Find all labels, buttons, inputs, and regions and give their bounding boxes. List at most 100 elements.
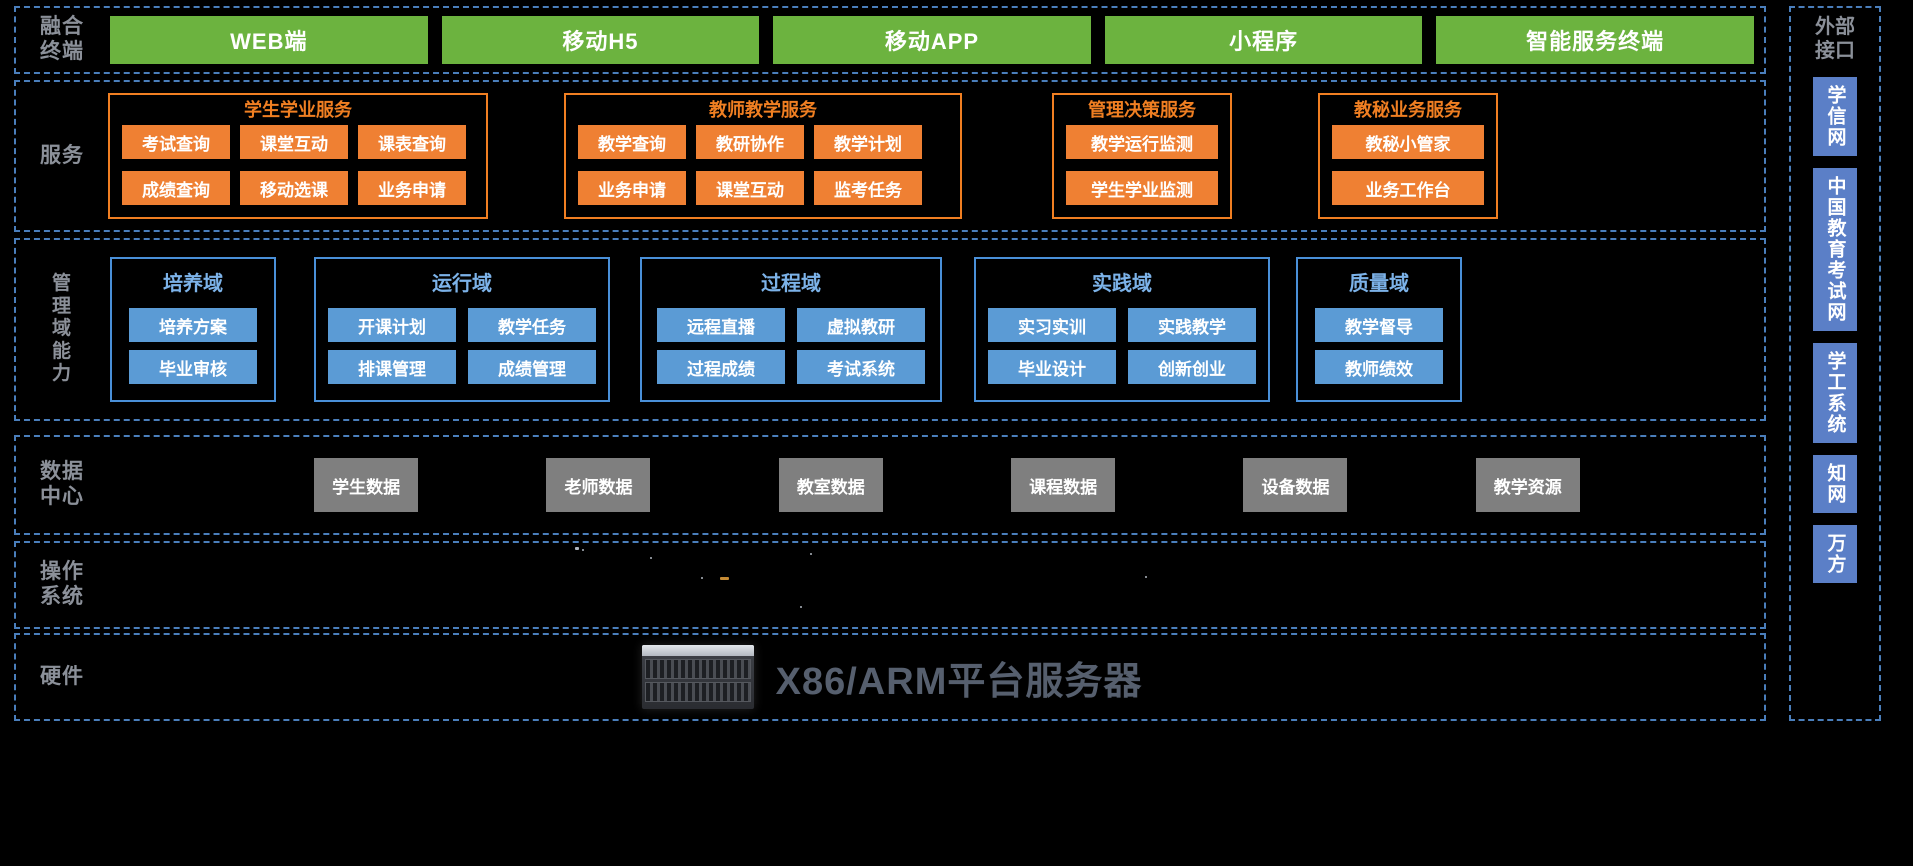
hardware-title: X86/ARM平台服务器 [775,660,1143,703]
layer-domain: 管 理 域 能 力 培养域 培养方案 毕业审核 运行域 开课计划 教学任务 [14,238,1766,421]
layer-data-center: 数据 中心 学生数据 老师数据 教室数据 课程数据 设备数据 教学资源 [14,435,1766,535]
data-resource[interactable]: 教学资源 [1475,458,1580,512]
domain-group-process: 过程域 远程直播 虚拟教研 过程成绩 考试系统 [640,257,942,402]
layer-operating-system-body [100,543,1764,627]
service-research-collab[interactable]: 教研协作 [696,125,804,159]
service-teacher-class-interaction[interactable]: 课堂互动 [696,171,804,205]
terminal-mobile-h5[interactable]: 移动H5 [441,16,760,64]
os-speck [810,553,812,555]
external-student-affairs-system[interactable]: 学工系统 [1813,343,1857,444]
layer-service-body: 学生学业服务 考试查询 课堂互动 课表查询 成绩查询 移动选课 业务申请 教师教… [100,82,1764,230]
domain-cultivation-plan[interactable]: 培养方案 [129,308,257,342]
domain-innovation[interactable]: 创新创业 [1128,350,1256,384]
terminal-web[interactable]: WEB端 [110,16,428,64]
service-mobile-course-select[interactable]: 移动选课 [240,171,348,205]
layer-service-label: 服务 [40,143,84,167]
service-group-management: 管理决策服务 教学运行监测 学生学业监测 [1052,93,1232,219]
os-speck [575,547,579,550]
domain-exam-system[interactable]: 考试系统 [797,350,925,384]
domain-schedule-management[interactable]: 排课管理 [328,350,456,384]
domain-group-process-title: 过程域 [761,273,821,295]
domain-graduation-design[interactable]: 毕业设计 [988,350,1116,384]
domain-teacher-performance[interactable]: 教师绩效 [1315,350,1443,384]
domain-graduation-audit[interactable]: 毕业审核 [129,350,257,384]
layer-terminal-body: WEB端 移动H5 移动APP 小程序 智能服务终端 [100,8,1764,72]
layer-domain-label: 管 理 域 能 力 [24,273,100,385]
service-group-teacher-title: 教师教学服务 [709,100,817,120]
domain-teaching-supervision[interactable]: 教学督导 [1315,308,1443,342]
data-course[interactable]: 课程数据 [1011,458,1116,512]
service-group-secretary: 教秘业务服务 教秘小管家 业务工作台 [1318,93,1498,219]
service-invigilation-task[interactable]: 监考任务 [814,171,922,205]
domain-remote-live[interactable]: 远程直播 [657,308,785,342]
domain-process-score[interactable]: 过程成绩 [657,350,785,384]
service-teaching-query[interactable]: 教学查询 [578,125,686,159]
label-line: 终端 [40,40,84,63]
layer-terminal: 融合 终端 WEB端 移动H5 移动APP 小程序 智能服务终端 [14,6,1766,74]
service-student-monitor[interactable]: 学生学业监测 [1066,171,1218,205]
layer-service: 服务 学生学业服务 考试查询 课堂互动 课表查询 成绩查询 移动选课 业务申请 [14,80,1766,232]
domain-virtual-research[interactable]: 虚拟教研 [797,308,925,342]
external-cnki[interactable]: 知网 [1813,455,1857,514]
domain-practice-teaching[interactable]: 实践教学 [1128,308,1256,342]
external-xuexinwang[interactable]: 学信网 [1813,77,1857,157]
domain-teaching-task[interactable]: 教学任务 [468,308,596,342]
external-wanfang[interactable]: 万方 [1813,525,1857,584]
label-line: 管 [51,273,72,295]
service-class-interaction[interactable]: 课堂互动 [240,125,348,159]
service-secretary-assistant[interactable]: 教秘小管家 [1332,125,1484,159]
label-line: 中心 [40,485,84,508]
terminal-mobile-app[interactable]: 移动APP [773,16,1091,64]
service-group-management-title: 管理决策服务 [1088,100,1196,120]
label-line: 系统 [40,585,84,608]
domain-course-opening-plan[interactable]: 开课计划 [328,308,456,342]
domain-group-practice-title: 实践域 [1092,273,1152,295]
os-speck [650,557,652,559]
data-device[interactable]: 设备数据 [1243,458,1348,512]
service-group-student: 学生学业服务 考试查询 课堂互动 课表查询 成绩查询 移动选课 业务申请 [108,93,488,219]
domain-score-management[interactable]: 成绩管理 [468,350,596,384]
os-speck [1145,576,1147,578]
service-group-student-title: 学生学业服务 [244,100,352,120]
label-line: 数据 [40,460,84,484]
terminal-smart[interactable]: 智能服务终端 [1436,16,1754,64]
label-line: 力 [51,363,72,385]
label-line: 操作 [40,560,84,584]
domain-group-operation: 运行域 开课计划 教学任务 排课管理 成绩管理 [314,257,610,402]
layer-operating-system: 操作 系统 [14,541,1766,629]
service-schedule-query[interactable]: 课表查询 [358,125,466,159]
layer-hardware: 硬件 X86/ARM平台服务器 [14,633,1766,721]
data-teacher[interactable]: 老师数据 [546,458,651,512]
layer-domain-body: 培养域 培养方案 毕业审核 运行域 开课计划 教学任务 排课管理 成绩管理 [100,240,1764,419]
service-teaching-plan[interactable]: 教学计划 [814,125,922,159]
external-interface-list: 学信网 中国教育考试网 学工系统 知网 万方 [1813,77,1857,584]
data-student[interactable]: 学生数据 [314,458,419,512]
os-speck [800,606,802,608]
service-score-query[interactable]: 成绩查询 [122,171,230,205]
layer-hardware-label: 硬件 [40,664,84,688]
domain-group-operation-title: 运行域 [432,273,492,295]
server-icon [641,645,754,709]
service-group-secretary-title: 教秘业务服务 [1354,100,1462,120]
layer-data-center-label: 数据 中心 [24,460,100,510]
service-teacher-business-apply[interactable]: 业务申请 [578,171,686,205]
domain-group-cultivation: 培养域 培养方案 毕业审核 [110,257,276,402]
label-line: 融合 [40,15,84,39]
external-exam-network[interactable]: 中国教育考试网 [1813,168,1857,332]
os-speck [582,549,584,551]
label-line: 能 [51,340,72,362]
label-line: 理 [51,295,72,317]
service-exam-query[interactable]: 考试查询 [122,125,230,159]
label-line: 域 [51,318,72,340]
layer-data-center-body: 学生数据 老师数据 教室数据 课程数据 设备数据 教学资源 [100,437,1764,533]
service-teaching-monitor[interactable]: 教学运行监测 [1066,125,1218,159]
domain-internship-training[interactable]: 实习实训 [988,308,1116,342]
service-group-teacher: 教师教学服务 教学查询 教研协作 教学计划 业务申请 课堂互动 监考任务 [564,93,962,219]
terminal-miniapp[interactable]: 小程序 [1104,16,1423,64]
service-business-workbench[interactable]: 业务工作台 [1332,171,1484,205]
external-interface-panel: 外部 接口 学信网 中国教育考试网 学工系统 知网 万方 [1789,6,1881,721]
external-interface-title: 外部 接口 [1815,16,1855,63]
service-business-apply[interactable]: 业务申请 [358,171,466,205]
data-classroom[interactable]: 教室数据 [778,458,883,512]
layer-hardware-body: X86/ARM平台服务器 [100,635,1764,719]
